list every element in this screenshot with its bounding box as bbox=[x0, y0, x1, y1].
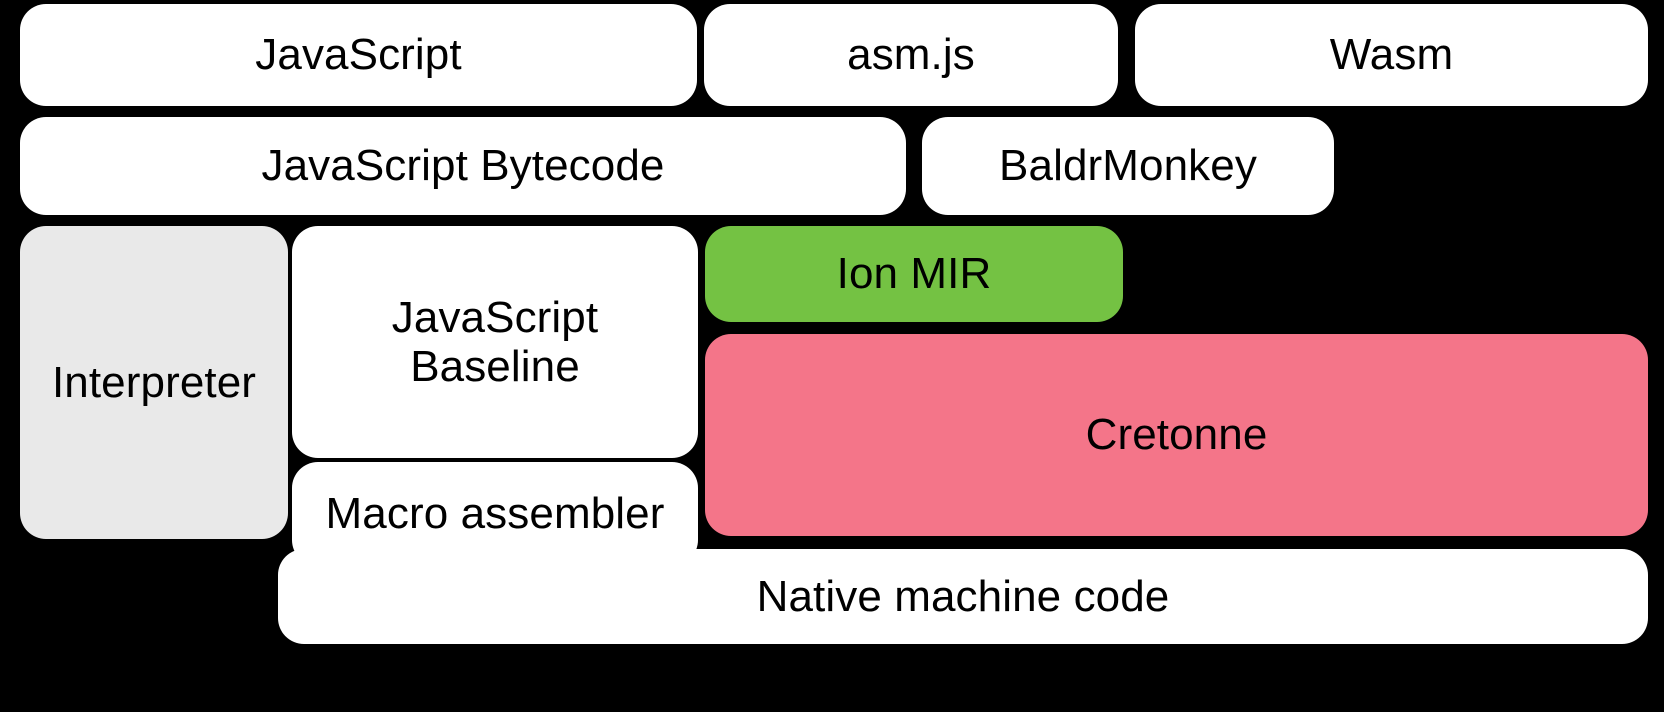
node-macro-assembler: Macro assembler bbox=[292, 462, 698, 566]
node-javascript-bytecode: JavaScript Bytecode bbox=[20, 117, 906, 215]
node-javascript-baseline: JavaScript Baseline bbox=[292, 226, 698, 458]
node-asm-js: asm.js bbox=[704, 4, 1118, 106]
node-native-machine-code: Native machine code bbox=[278, 549, 1648, 644]
node-cretonne: Cretonne bbox=[705, 334, 1648, 536]
node-wasm: Wasm bbox=[1135, 4, 1648, 106]
node-baldrmonkey: BaldrMonkey bbox=[922, 117, 1334, 215]
node-interpreter: Interpreter bbox=[20, 226, 288, 539]
node-ion-mir: Ion MIR bbox=[705, 226, 1123, 322]
node-javascript: JavaScript bbox=[20, 4, 697, 106]
